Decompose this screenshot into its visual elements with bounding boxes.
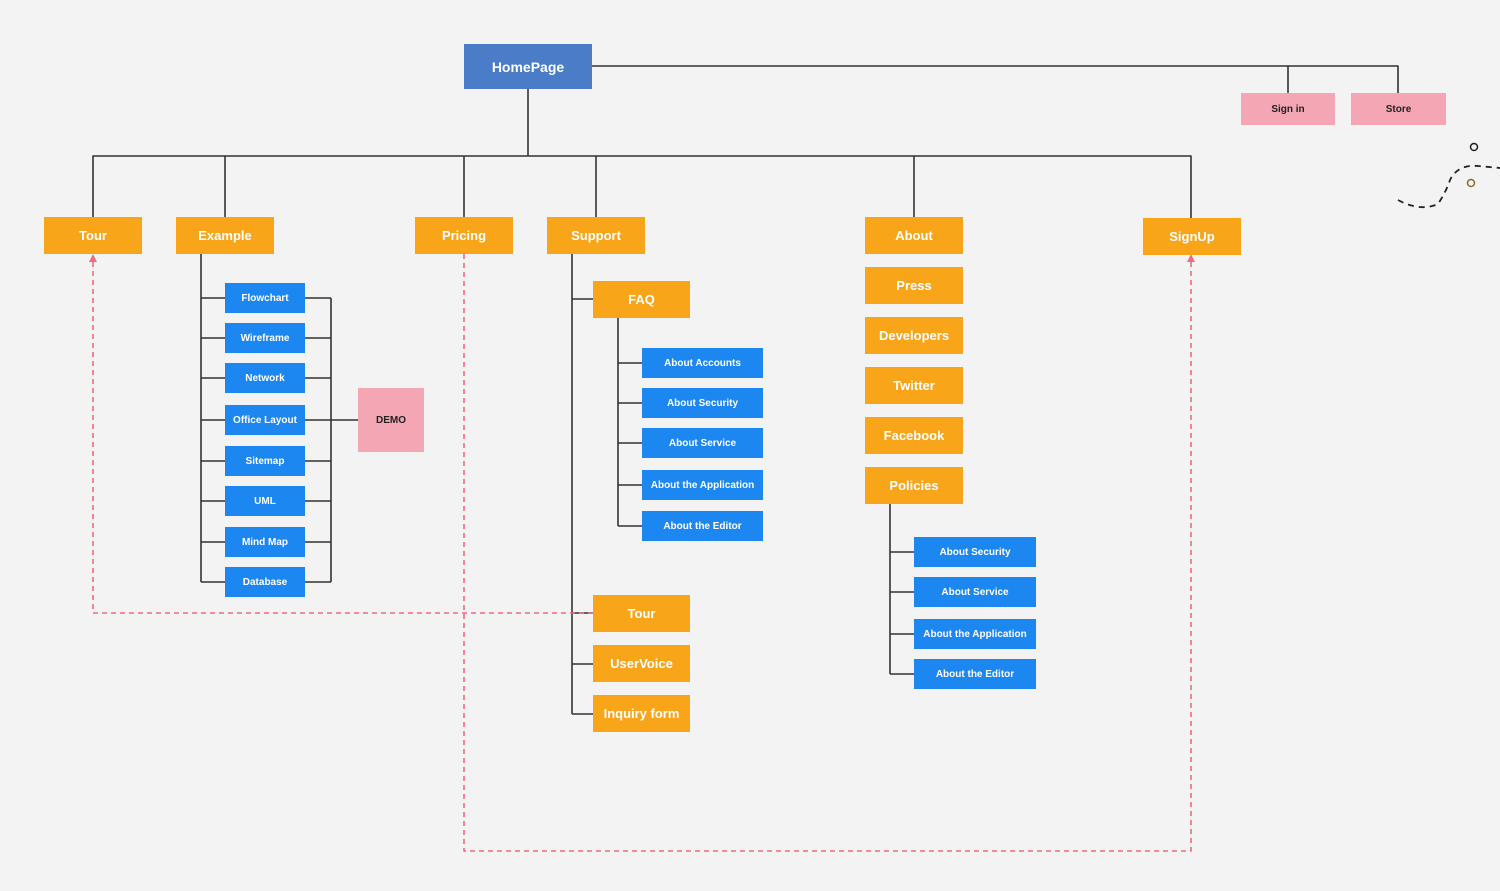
node-example-sitemap[interactable]: Sitemap: [225, 446, 305, 476]
node-faq-about-security[interactable]: About Security: [642, 388, 763, 418]
node-example-database[interactable]: Database: [225, 567, 305, 597]
node-sign-in[interactable]: Sign in: [1241, 93, 1335, 125]
node-example-mind-map[interactable]: Mind Map: [225, 527, 305, 557]
squiggle-dot: [1469, 142, 1479, 152]
decorative-squiggle: [1397, 142, 1500, 209]
node-example[interactable]: Example: [176, 217, 274, 254]
node-tour[interactable]: Tour: [44, 217, 142, 254]
node-twitter[interactable]: Twitter: [865, 367, 963, 404]
node-support[interactable]: Support: [547, 217, 645, 254]
connector-homepage-signin: [592, 65, 1289, 93]
link-pricing-to-signup: [463, 254, 1192, 852]
node-faq-about-application[interactable]: About the Application: [642, 470, 763, 500]
connector-homepage-store: [1288, 65, 1399, 93]
arrow-head: [89, 254, 97, 262]
squiggle-path: [1397, 164, 1500, 209]
node-example-wireframe[interactable]: Wireframe: [225, 323, 305, 353]
cross-link-arrows: [89, 254, 1195, 262]
arrow-head: [1187, 254, 1195, 262]
node-example-network[interactable]: Network: [225, 363, 305, 393]
node-about[interactable]: About: [865, 217, 963, 254]
node-policies-about-editor[interactable]: About the Editor: [914, 659, 1036, 689]
node-faq-about-editor[interactable]: About the Editor: [642, 511, 763, 541]
cross-links: [92, 254, 1192, 852]
connector-level1-bus: [92, 155, 1192, 218]
node-example-flowchart[interactable]: Flowchart: [225, 283, 305, 313]
node-faq-about-service[interactable]: About Service: [642, 428, 763, 458]
node-example-uml[interactable]: UML: [225, 486, 305, 516]
tree-connectors: [92, 65, 1399, 715]
node-policies-about-security[interactable]: About Security: [914, 537, 1036, 567]
node-facebook[interactable]: Facebook: [865, 417, 963, 454]
node-developers[interactable]: Developers: [865, 317, 963, 354]
node-pricing[interactable]: Pricing: [415, 217, 513, 254]
squiggle-dot: [1466, 178, 1476, 188]
node-press[interactable]: Press: [865, 267, 963, 304]
node-homepage[interactable]: HomePage: [464, 44, 592, 89]
node-inquiry-form[interactable]: Inquiry form: [593, 695, 690, 732]
node-policies-about-application[interactable]: About the Application: [914, 619, 1036, 649]
node-signup[interactable]: SignUp: [1143, 218, 1241, 255]
node-support-tour[interactable]: Tour: [593, 595, 690, 632]
node-uservoice[interactable]: UserVoice: [593, 645, 690, 682]
node-example-office-layout[interactable]: Office Layout: [225, 405, 305, 435]
node-policies[interactable]: Policies: [865, 467, 963, 504]
node-policies-about-service[interactable]: About Service: [914, 577, 1036, 607]
node-store[interactable]: Store: [1351, 93, 1446, 125]
node-faq-about-accounts[interactable]: About Accounts: [642, 348, 763, 378]
node-faq[interactable]: FAQ: [593, 281, 690, 318]
node-demo[interactable]: DEMO: [358, 388, 424, 452]
link-support-tour-to-tour: [92, 262, 593, 614]
